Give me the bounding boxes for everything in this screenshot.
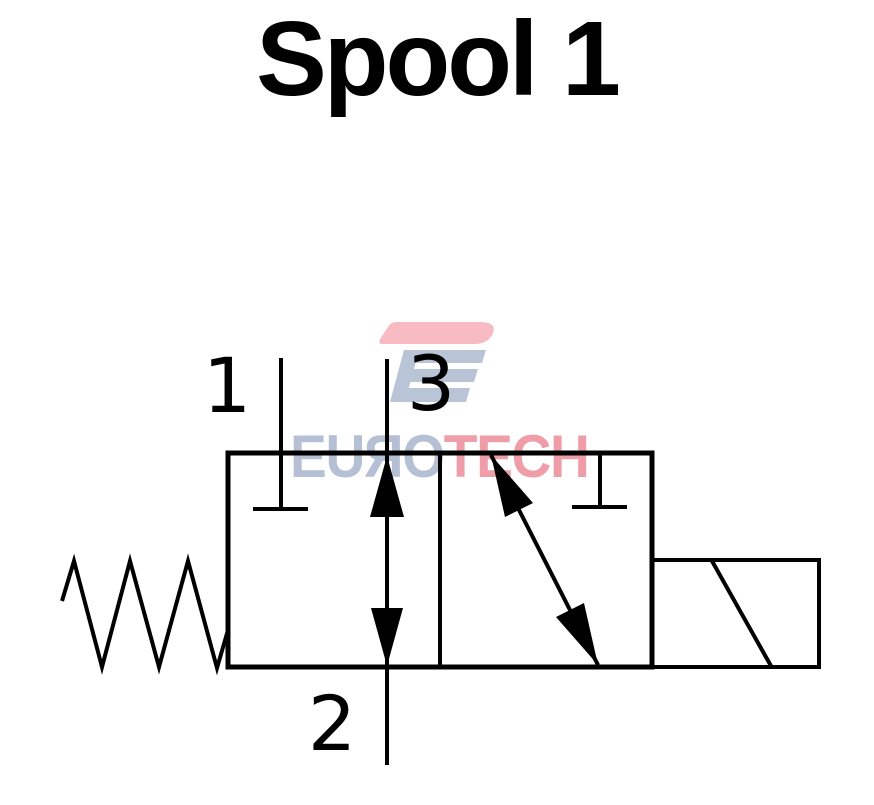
logo-stripe — [379, 322, 494, 344]
eurotech-logo-icon — [379, 322, 494, 402]
eurotech-wordmark: EUЯOTECH — [290, 427, 590, 487]
solenoid-icon — [650, 558, 821, 669]
spring-icon — [60, 553, 230, 676]
wordmark-tech: TECH — [443, 423, 590, 490]
blocked-port-icon-right — [572, 453, 627, 509]
blocked-port-icon-left — [253, 358, 308, 511]
port-label-3: 3 — [406, 339, 456, 428]
flow-path-diagonal-icon — [489, 454, 600, 666]
page-title: Spool 1 — [256, 0, 621, 118]
flow-path-vertical-icon — [370, 359, 404, 765]
wordmark-euro: EUЯO — [290, 423, 445, 490]
port-label-1: 1 — [202, 341, 252, 430]
port-label-2: 2 — [307, 679, 357, 768]
logo-e-mark — [390, 350, 486, 402]
